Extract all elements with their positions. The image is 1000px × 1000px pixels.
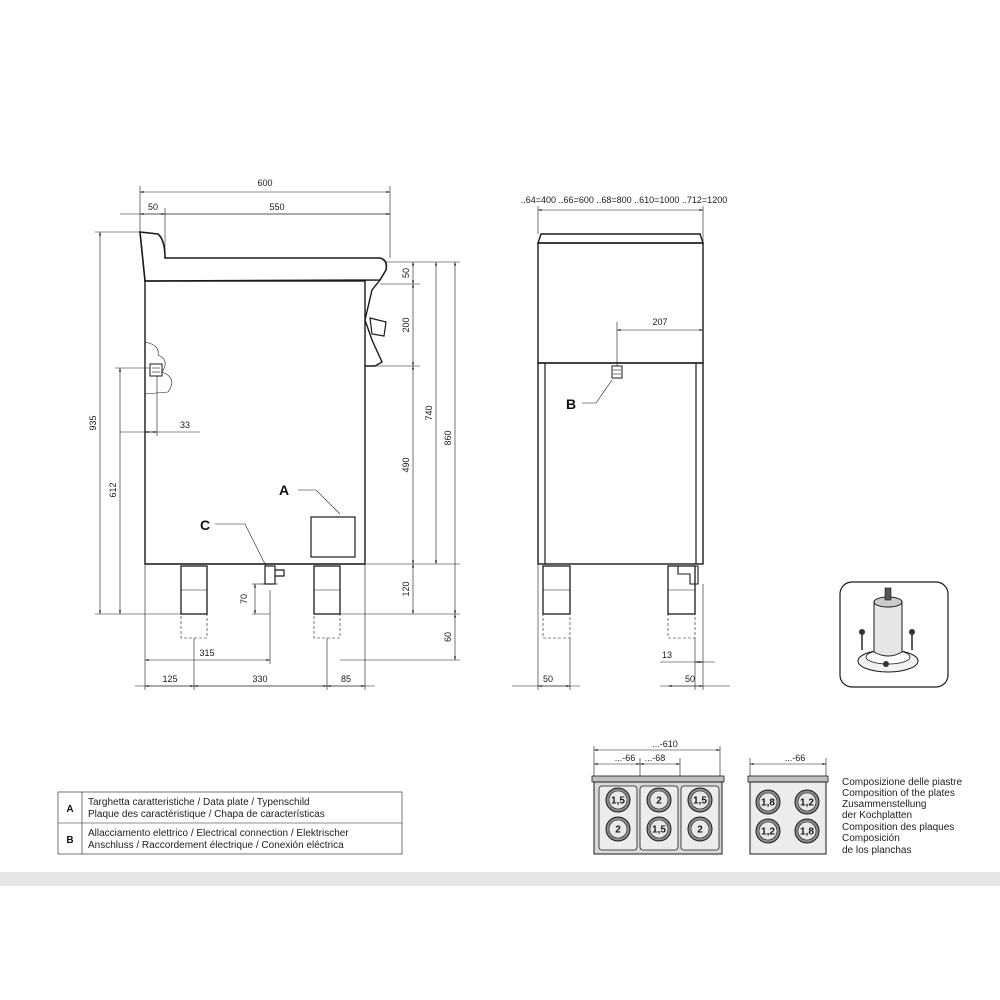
dim-foot-85: 85 (341, 674, 351, 684)
dim-panel-50: 50 (401, 268, 411, 278)
hob-plate-label: 1,5 (652, 825, 666, 836)
caption-line: der Kochplatten (842, 810, 912, 821)
small-dim-top: ...-66 (785, 753, 806, 763)
dim-back-offset: 50 (148, 202, 158, 212)
dim-connection-offset: 33 (180, 420, 190, 430)
legend-key-b: B (66, 835, 73, 846)
hob-plate: 2 (605, 816, 631, 842)
front-drain (677, 565, 699, 585)
dim-drain-70: 70 (239, 594, 249, 604)
caption-line: Zusammenstellung (842, 799, 926, 810)
legend-b-line1: Allacciamento elettrico / Electrical con… (88, 828, 349, 839)
hob-plate-label: 1,8 (800, 827, 814, 838)
side-break-line (144, 341, 173, 395)
front-electrical-connection (611, 365, 623, 379)
hob-plate: 2 (646, 787, 672, 813)
front-hob-top (537, 233, 704, 244)
plates-big-hob: ...-610 ...-66 ...-68 1,5 2 1,5 2 1,5 2 (591, 739, 725, 855)
plates-small-hob: ...-66 1,8 1,2 1,2 1,8 (747, 753, 829, 855)
hob-plate-label: 2 (615, 825, 621, 836)
hob-plate: 2 (687, 816, 713, 842)
hob-plate-label: 1,5 (693, 796, 707, 807)
hob-plate: 1,8 (794, 818, 820, 844)
side-drain (262, 565, 285, 585)
front-widths-header: ..64=400 ..66=600 ..68=800 ..610=1000 ..… (521, 195, 727, 205)
dim-feet-120: 120 (401, 581, 411, 596)
dim-leg-50-left: 50 (543, 674, 553, 684)
callout-c: C (200, 517, 210, 533)
legend-table: A Targhetta caratteristiche / Data plate… (57, 791, 403, 855)
dim-panel-200: 200 (401, 317, 411, 332)
hob-plate-label: 1,2 (761, 827, 775, 838)
dim-connection-height: 612 (108, 482, 118, 497)
hob-plate: 1,5 (646, 816, 672, 842)
hob-plate-label: 2 (656, 796, 662, 807)
dim-leg-50-right: 50 (685, 674, 695, 684)
front-view: ..64=400 ..66=600 ..68=800 ..610=1000 ..… (512, 195, 730, 690)
hob-plate-label: 2 (697, 825, 703, 836)
legend-a-line2: Plaque des caractéristique / Chapa de ca… (88, 809, 325, 820)
side-hob-top (139, 231, 388, 282)
big-dim-sub-left: ...-66 (615, 753, 636, 763)
legend-key-a: A (66, 804, 73, 815)
callout-b: B (566, 396, 576, 412)
front-upper-body (537, 242, 704, 364)
dim-conn-207: 207 (652, 317, 667, 327)
dim-height-740: 740 (424, 405, 434, 420)
hob-plate: 1,2 (794, 789, 820, 815)
caption-line: Composizione delle piastre (842, 777, 963, 788)
hob-plate: 1,5 (605, 787, 631, 813)
hob-plate: 1,8 (755, 789, 781, 815)
front-cabinet (537, 362, 704, 565)
dim-top-depth: 550 (269, 202, 284, 212)
dim-cabinet-490: 490 (401, 457, 411, 472)
dim-foot-330: 330 (252, 674, 267, 684)
dim-width-total: 600 (257, 178, 272, 188)
hob-plate: 1,5 (687, 787, 713, 813)
page-footer-band (0, 872, 1000, 886)
caption-line: de los planchas (842, 845, 912, 856)
caption-line: Composition of the plates (842, 788, 955, 799)
side-data-plate (310, 516, 356, 558)
hob-plate: 1,2 (755, 818, 781, 844)
dim-drain-315: 315 (199, 648, 214, 658)
foot-detail-inset (839, 581, 949, 688)
caption-line: Composition des plaques (842, 822, 954, 833)
big-dim-top: ...-610 (652, 739, 678, 749)
legend-a-line1: Targhetta caratteristiche / Data plate /… (88, 797, 310, 808)
legend-b-line2: Anschluss / Raccordement électrique / Co… (88, 840, 344, 851)
hob-plate-label: 1,5 (611, 796, 625, 807)
caption-line: Composición (842, 833, 900, 844)
hob-plate-label: 1,2 (800, 798, 814, 809)
side-cabinet (144, 280, 366, 565)
callout-a: A (279, 482, 289, 498)
hob-plate-label: 1,8 (761, 798, 775, 809)
side-electrical-connection (149, 363, 163, 377)
dim-foot-125: 125 (162, 674, 177, 684)
side-knob (369, 317, 387, 337)
side-control-panel (364, 279, 383, 367)
dim-feet-60: 60 (443, 632, 453, 642)
big-dim-sub-right: ...-68 (645, 753, 666, 763)
dim-height-total: 935 (88, 415, 98, 430)
side-view: 600 50 550 935 612 33 50 200 490 120 740… (88, 178, 460, 690)
plates-caption: Composizione delle piastre Composition o… (842, 777, 963, 856)
dim-leg-13: 13 (662, 650, 672, 660)
dim-height-860: 860 (443, 430, 453, 445)
